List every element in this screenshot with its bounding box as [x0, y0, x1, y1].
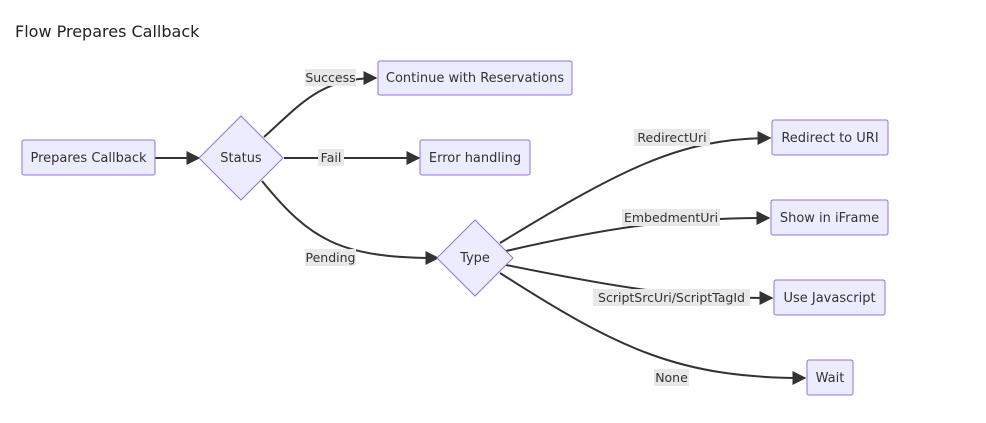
- node-label-wait: Wait: [816, 371, 845, 386]
- node-label-javascript: Use Javascript: [783, 291, 875, 306]
- edge-label-none-bg: [654, 369, 689, 386]
- edge-label-fail: Fail: [321, 150, 342, 165]
- edge-labels: Success Fail Pending RedirectUri Embedme…: [305, 69, 750, 386]
- node-label-iframe: Show in iFrame: [780, 211, 879, 226]
- node-continue-with-reservations: Continue with Reservations: [377, 60, 573, 96]
- node-status: Status: [198, 115, 284, 201]
- node-label-prepares-callback: Prepares Callback: [30, 151, 146, 166]
- node-label-redirect: Redirect to URI: [781, 131, 878, 146]
- edge-label-none: None: [655, 370, 688, 385]
- edge-status-continue: [263, 71, 378, 138]
- edge-type-wait: [499, 272, 807, 385]
- node-show-in-iframe: Show in iFrame: [770, 199, 889, 236]
- node-label-error: Error handling: [429, 151, 521, 166]
- node-use-javascript: Use Javascript: [773, 279, 886, 316]
- node-wait: Wait: [806, 359, 854, 396]
- edge-label-pending-bg: [305, 249, 356, 266]
- node-label-status: Status: [220, 151, 262, 166]
- edge-label-success-bg: [305, 69, 356, 86]
- node-label-continue: Continue with Reservations: [386, 71, 564, 86]
- diagram-title: Flow Prepares Callback: [15, 22, 200, 41]
- node-type: Type: [436, 219, 514, 297]
- edge-label-scriptsrc-bg: [593, 289, 750, 306]
- node-label-type: Type: [459, 251, 490, 266]
- node-redirect-to-uri: Redirect to URI: [771, 119, 889, 156]
- edge-type-redirect: [499, 131, 772, 244]
- edge-label-redirecturi-bg: [634, 129, 710, 146]
- node-error-handling: Error handling: [419, 139, 531, 176]
- edge-label-scriptsrc: ScriptSrcUri/ScriptTagId: [598, 290, 745, 305]
- node-prepares-callback: Prepares Callback: [21, 139, 156, 176]
- nodes: Prepares Callback Status Continue with R…: [21, 60, 889, 396]
- edge-label-embedmenturi-bg: [622, 209, 720, 226]
- edge-label-redirecturi: RedirectUri: [637, 130, 706, 145]
- edge-status-type: [261, 180, 440, 265]
- edge-label-fail-bg: [318, 149, 344, 166]
- edge-label-success: Success: [305, 70, 355, 85]
- edge-label-embedmenturi: EmbedmentUri: [624, 210, 718, 225]
- edge-label-pending: Pending: [306, 250, 356, 265]
